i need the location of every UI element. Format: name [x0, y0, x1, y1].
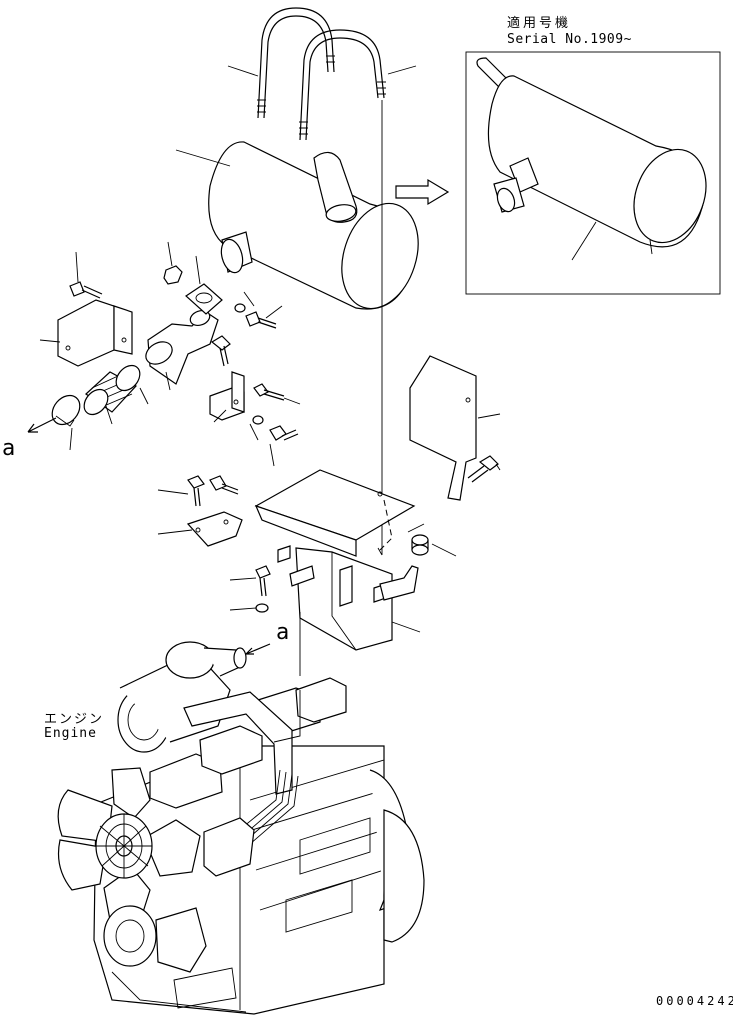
- bracket-middle: [209, 371, 245, 421]
- bolt: [69, 281, 103, 299]
- flange-gasket: [185, 283, 223, 315]
- side-bracket: [379, 565, 419, 601]
- arrow-right-icon: [395, 178, 450, 206]
- leader-line: [229, 577, 257, 581]
- leader-line: [213, 409, 227, 423]
- leader-line: [157, 529, 193, 535]
- heat-shield: [409, 355, 477, 501]
- washer: [255, 603, 269, 613]
- drawing-number: 00004242: [656, 994, 733, 1008]
- nut: [163, 265, 183, 285]
- spacer: [411, 534, 429, 556]
- leader-line: [431, 543, 457, 557]
- serial-number-label: Serial No.1909~: [507, 32, 632, 47]
- bolt: [187, 475, 205, 507]
- bolt: [269, 425, 299, 441]
- bolt: [253, 383, 285, 401]
- leader-line: [167, 241, 173, 267]
- leader-line: [175, 149, 231, 167]
- inset-muffler: [476, 57, 707, 255]
- bolt: [209, 475, 239, 495]
- leader-line: [269, 443, 275, 467]
- leader-line: [283, 397, 301, 405]
- mounting-plate: [186, 511, 243, 547]
- view-arrow-icon: [27, 417, 57, 433]
- leader-line: [227, 65, 259, 77]
- view-marker-a-center: a: [276, 620, 290, 645]
- leader-line: [39, 339, 61, 343]
- engine-label-japanese: エンジン: [44, 712, 105, 727]
- leader-line: [407, 523, 425, 533]
- u-bolt-right: [299, 29, 386, 141]
- leader-line: [249, 423, 259, 441]
- leader-line: [69, 427, 73, 451]
- leader-line: [391, 621, 421, 633]
- leader-line: [229, 607, 257, 611]
- washer: [252, 415, 264, 425]
- serial-heading-japanese: 適用号機: [507, 16, 572, 31]
- leader-line: [495, 463, 501, 471]
- bolt: [467, 455, 499, 483]
- hose-clamp: [51, 394, 81, 427]
- engine-label: Engine: [44, 726, 97, 741]
- leader-line: [105, 405, 113, 425]
- muffler: [208, 141, 419, 310]
- seal-ring: [115, 364, 141, 392]
- bolt: [255, 565, 271, 597]
- leader-line: [243, 291, 255, 307]
- washer: [234, 303, 246, 313]
- leader-line: [265, 305, 283, 319]
- view-marker-a-left: a: [2, 436, 16, 461]
- center-line: [377, 100, 383, 556]
- bolt: [210, 335, 231, 367]
- exhaust-elbow: [145, 309, 219, 385]
- leader-line: [387, 65, 417, 75]
- leader-line: [195, 255, 201, 285]
- u-bolt-left: [257, 7, 335, 119]
- bracket-left: [57, 299, 133, 367]
- leader-line: [571, 221, 597, 261]
- bolt: [245, 311, 277, 329]
- leader-line: [477, 413, 501, 419]
- serial-inset-frame: [465, 51, 721, 295]
- leader-line: [139, 387, 149, 405]
- view-arrow-icon: [245, 643, 271, 655]
- leader-line: [157, 489, 189, 495]
- muffler-support-bracket: [254, 469, 416, 651]
- leader-line: [75, 251, 79, 283]
- engine: [57, 641, 425, 1015]
- leader-line: [165, 371, 171, 391]
